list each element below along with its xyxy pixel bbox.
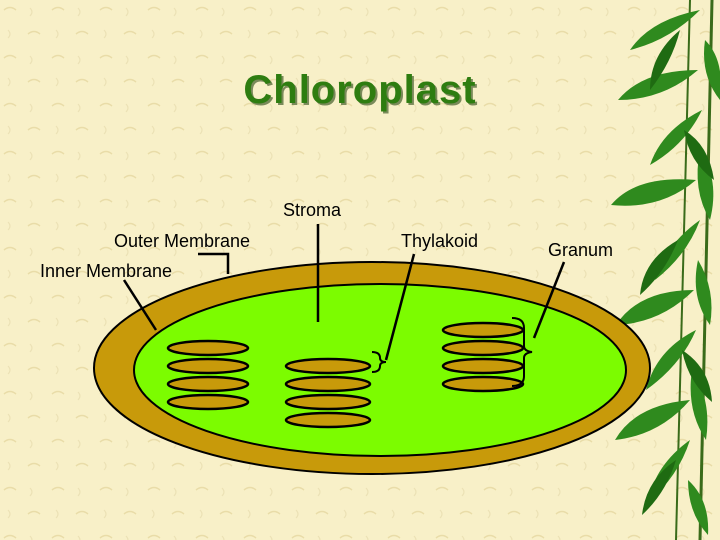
chloroplast — [93, 261, 651, 475]
bamboo-leaves-icon — [611, 0, 720, 540]
inner-membrane-label: Inner Membrane — [40, 261, 173, 281]
stroma-label: Stroma — [283, 200, 342, 220]
outer-membrane-pointer — [198, 252, 230, 274]
inner-membrane-pointer — [122, 279, 158, 331]
thylakoid-disc — [284, 411, 372, 429]
thylakoid-disc — [441, 339, 525, 357]
granum-stack — [441, 321, 525, 393]
thylakoid-disc — [166, 339, 250, 357]
page-title: Chloroplast — [243, 68, 477, 112]
thylakoid-disc — [166, 375, 250, 393]
thylakoid-disc — [284, 375, 372, 393]
thylakoid-disc — [441, 375, 525, 393]
thylakoid-disc — [284, 393, 372, 411]
thylakoid-disc — [441, 321, 525, 339]
thylakoid-disc — [166, 357, 250, 375]
granum-bracket — [511, 317, 533, 387]
granum-pointer — [532, 261, 566, 339]
thylakoid-bracket — [371, 351, 387, 373]
thylakoid-disc — [441, 357, 525, 375]
outer-membrane-label: Outer Membrane — [114, 231, 251, 251]
thylakoid-disc — [166, 393, 250, 411]
pointer-lines — [122, 224, 566, 361]
thylakoid-label: Thylakoid — [401, 231, 479, 251]
granum-stack — [284, 357, 372, 429]
granum-label: Granum — [548, 240, 614, 260]
thylakoid-pointer — [384, 253, 416, 361]
granum-stack — [166, 339, 250, 411]
thylakoid-disc — [284, 357, 372, 375]
